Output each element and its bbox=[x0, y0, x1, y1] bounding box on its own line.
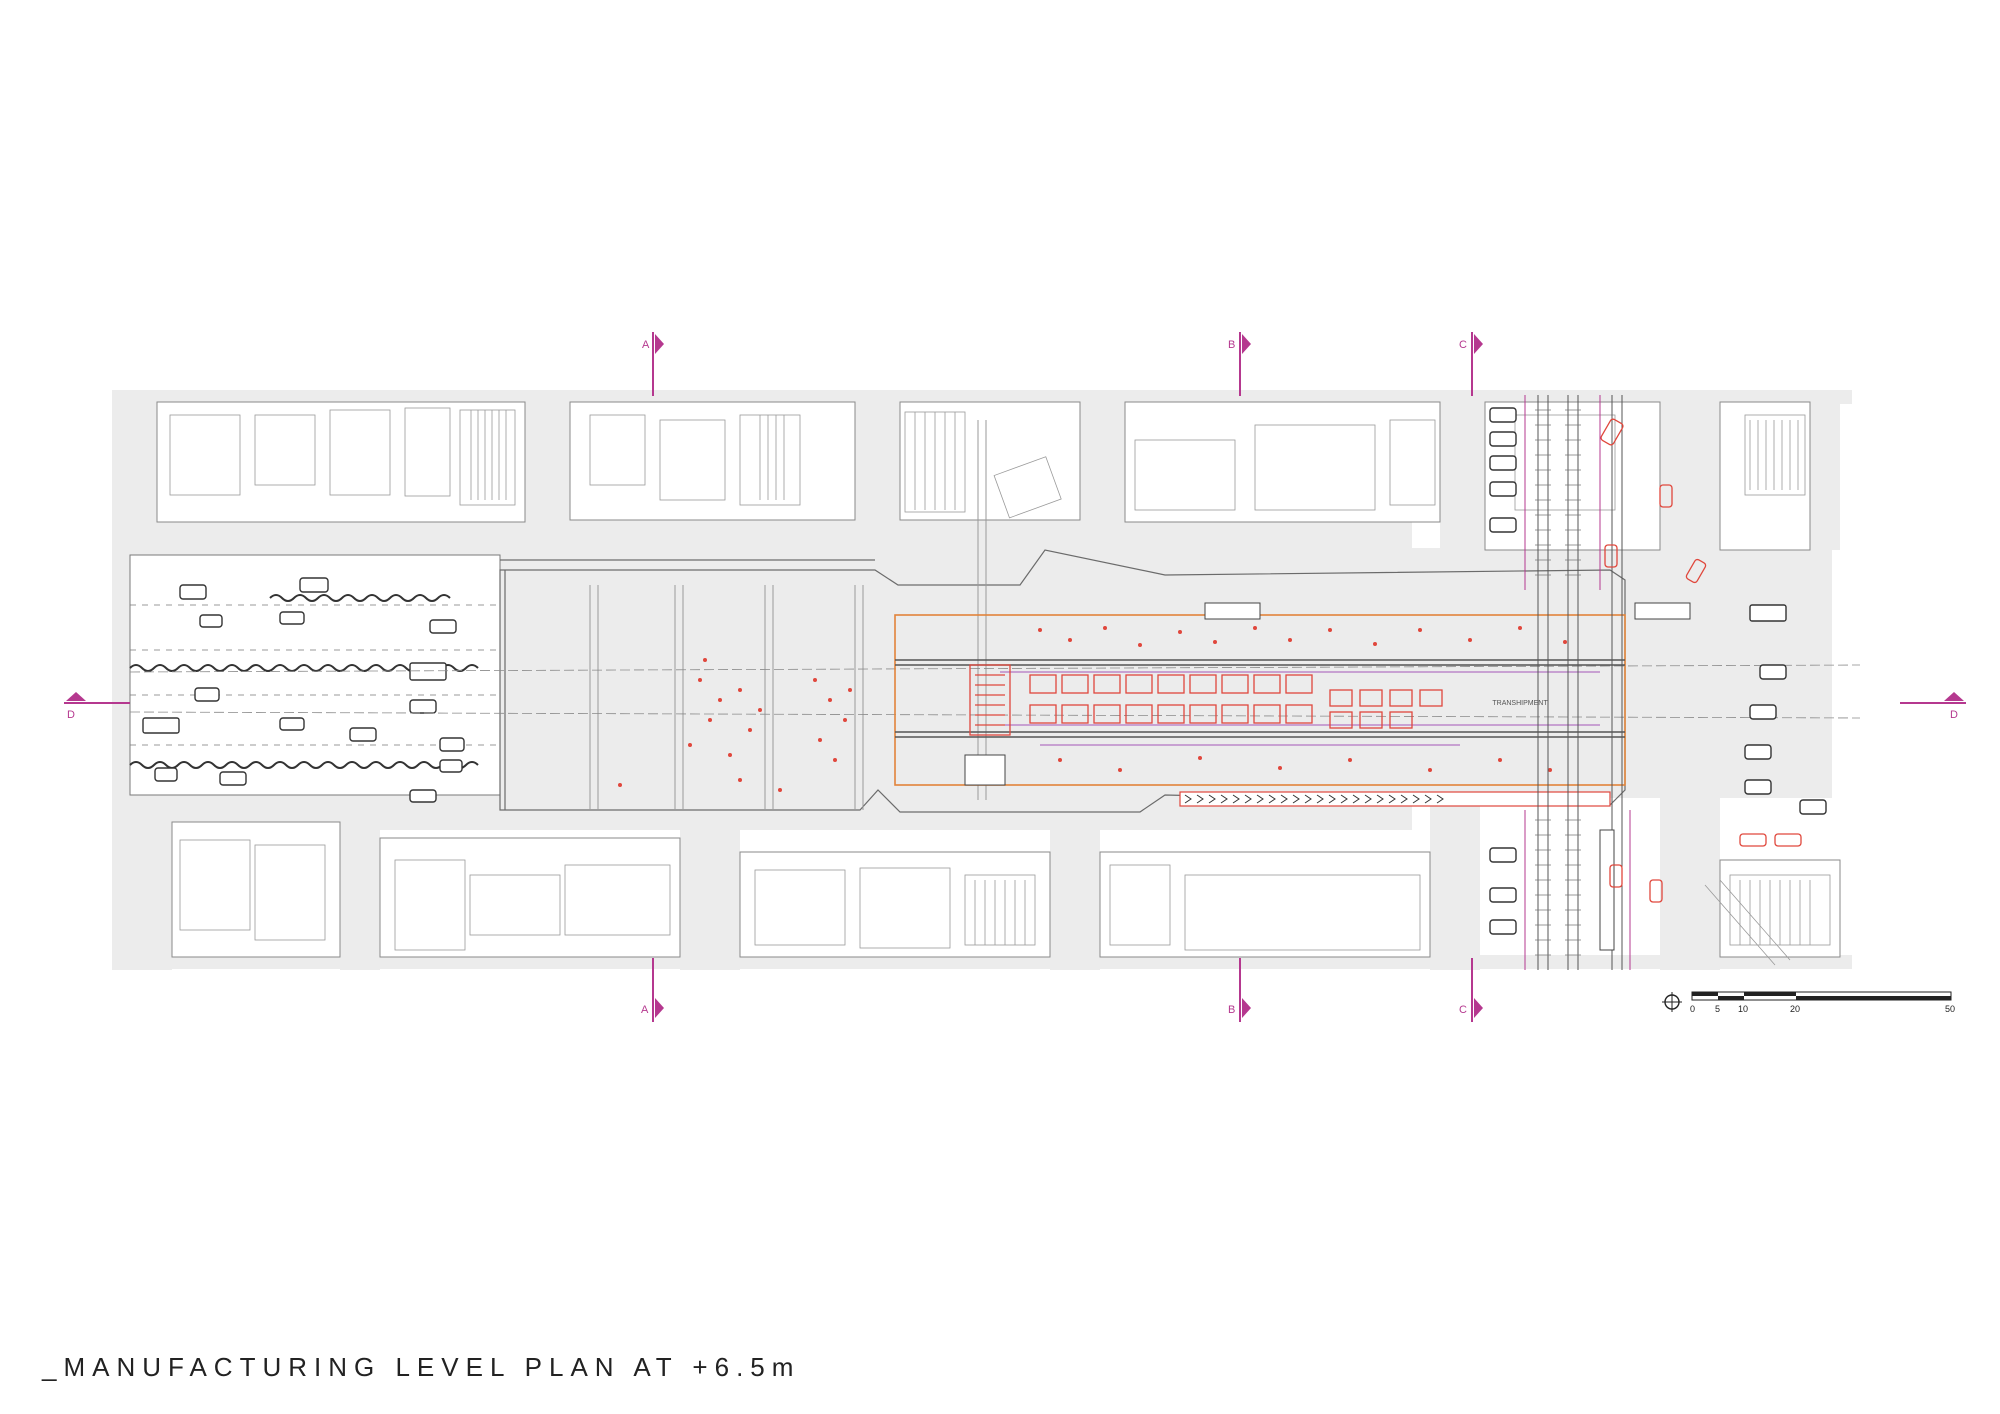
block-top-3 bbox=[899, 401, 1081, 521]
block-bottom-3 bbox=[739, 851, 1051, 958]
red-workstations bbox=[969, 664, 1443, 736]
section-marker-top-a: A bbox=[642, 332, 664, 396]
block-top-4 bbox=[1124, 401, 1441, 523]
structure-outline bbox=[499, 549, 1626, 813]
section-arrow-icon bbox=[655, 998, 664, 1018]
scale-tick-5: 5 bbox=[1715, 1004, 1720, 1014]
magenta-lines bbox=[1524, 395, 1631, 970]
section-marker-right-d: D bbox=[1900, 692, 1966, 721]
section-arrow-icon bbox=[655, 334, 664, 354]
street-top-1 bbox=[112, 390, 157, 530]
street-top-2 bbox=[525, 390, 570, 530]
street-top-4 bbox=[1080, 390, 1125, 530]
street-top-7 bbox=[1810, 390, 1840, 550]
east-rail-corridor bbox=[1535, 395, 1623, 970]
red-scatter-markup bbox=[618, 626, 1567, 792]
section-label-bottom-b: B bbox=[1228, 1004, 1235, 1016]
section-marker-left-d: D bbox=[64, 692, 130, 721]
street-bottom-4 bbox=[1050, 800, 1100, 970]
rail-axis-lines bbox=[129, 664, 1861, 719]
section-arrow-icon bbox=[1242, 998, 1251, 1018]
vehicles-west bbox=[142, 577, 465, 803]
section-marker-top-c: C bbox=[1459, 332, 1483, 396]
block-top-6 bbox=[1719, 401, 1811, 551]
section-arrow-icon bbox=[1242, 334, 1251, 354]
section-arrow-icon bbox=[1944, 692, 1964, 701]
section-arrow-icon bbox=[66, 692, 86, 701]
bottom-edge-strip bbox=[112, 955, 1852, 969]
section-label-bottom-c: C bbox=[1459, 1004, 1467, 1016]
section-arrow-icon bbox=[1474, 998, 1483, 1018]
track-lines bbox=[895, 659, 1625, 738]
section-marker-top-b: B bbox=[1228, 332, 1251, 396]
purple-markup-lines bbox=[1000, 671, 1600, 746]
block-top-1 bbox=[156, 401, 526, 523]
street-bottom-5 bbox=[1430, 790, 1480, 970]
section-label-top-c: C bbox=[1459, 339, 1467, 351]
section-marker-bottom-a: A bbox=[641, 958, 664, 1022]
scale-tick-10: 10 bbox=[1738, 1004, 1748, 1014]
street-top-6 bbox=[1660, 390, 1720, 550]
section-marker-bottom-b: B bbox=[1228, 958, 1251, 1022]
section-label-top-a: A bbox=[642, 339, 650, 351]
scale-bar: 0 5 10 20 50 bbox=[1690, 991, 1955, 1014]
block-bottom-4 bbox=[1099, 851, 1431, 958]
street-bottom-6 bbox=[1660, 790, 1720, 970]
street-top-3 bbox=[855, 390, 900, 530]
conveyor-band bbox=[1179, 791, 1611, 807]
section-label-bottom-a: A bbox=[641, 1004, 649, 1016]
city-blocks bbox=[156, 401, 1841, 958]
block-bottom-1 bbox=[171, 821, 341, 958]
section-marker-bottom-c: C bbox=[1459, 958, 1483, 1022]
scale-tick-20: 20 bbox=[1790, 1004, 1800, 1014]
scale-tick-50: 50 bbox=[1945, 1004, 1955, 1014]
section-label-right-d: D bbox=[1950, 709, 1958, 721]
section-arrow-icon bbox=[1474, 334, 1483, 354]
street-bottom-3 bbox=[680, 800, 740, 970]
station-label: TRANSHIPMENT bbox=[1492, 700, 1548, 707]
section-label-top-b: B bbox=[1228, 339, 1235, 351]
block-sketch-details bbox=[169, 407, 1831, 966]
scale-tick-0: 0 bbox=[1690, 1004, 1695, 1014]
manufacturing-deck: TRANSHIPMENT bbox=[618, 602, 1691, 807]
north-arrow-icon bbox=[1662, 992, 1682, 1012]
west-road bbox=[129, 554, 501, 803]
section-label-left-d: D bbox=[67, 709, 75, 721]
street-bottom-2 bbox=[340, 800, 380, 970]
block-bottom-2 bbox=[379, 837, 681, 958]
vehicles-east bbox=[1489, 407, 1827, 935]
top-edge-strip bbox=[112, 390, 1852, 404]
plan-title: _MANUFACTURING LEVEL PLAN AT +6.5m bbox=[42, 1352, 801, 1382]
vehicles-red-outline bbox=[1600, 418, 1802, 903]
stair-blocks bbox=[964, 602, 1691, 786]
street-bottom-1 bbox=[112, 800, 172, 970]
section-markers: A B C A B C bbox=[64, 332, 1966, 1022]
street-top-5 bbox=[1440, 390, 1485, 550]
